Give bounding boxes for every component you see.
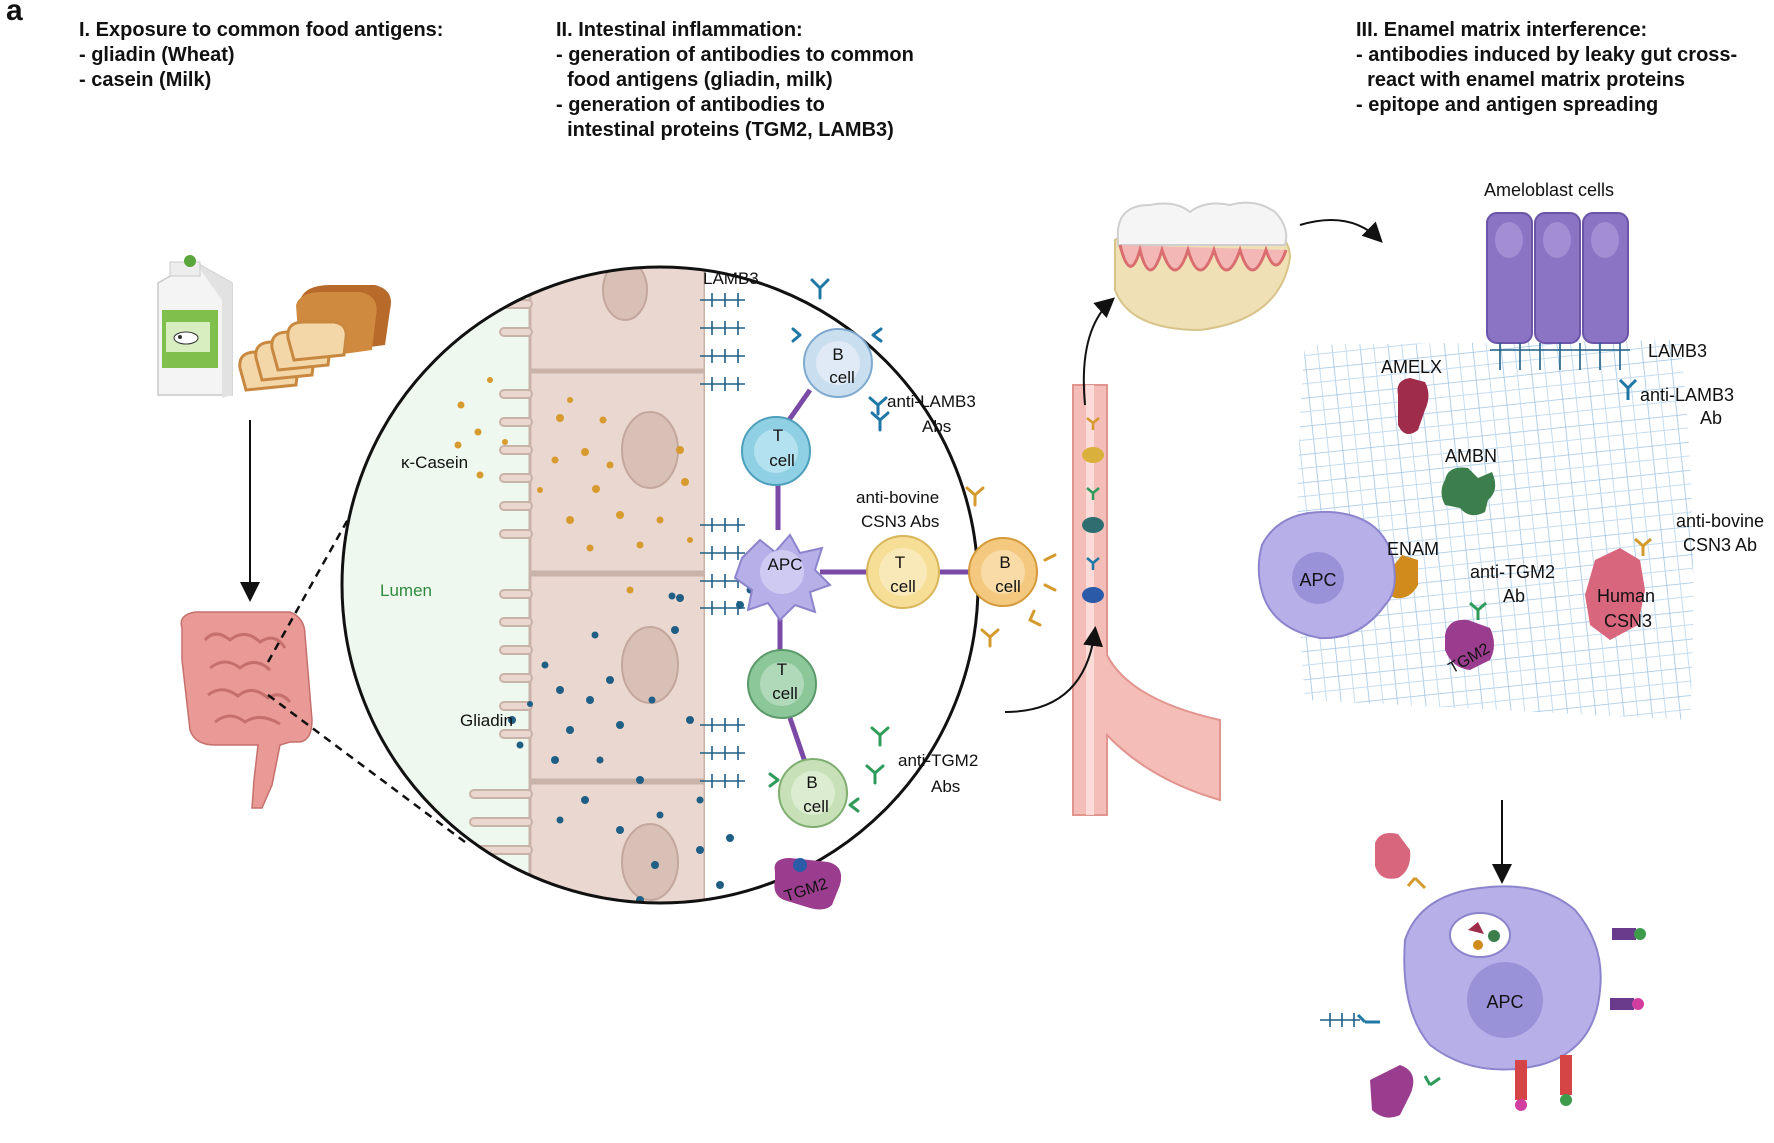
label-anti-bovine-ab-2: CSN3 Ab (1683, 535, 1757, 555)
label-b-cell-2b: cell (995, 577, 1021, 596)
arrow-to-vessel (1004, 626, 1103, 713)
label-enam: ENAM (1387, 539, 1439, 559)
bread-loaf-icon (238, 285, 391, 392)
section-1-header: I. Exposure to common food antigens: - g… (79, 18, 443, 93)
section-3-line: react with enamel matrix proteins (1356, 69, 1685, 91)
label-ameloblast: Ameloblast cells (1484, 180, 1614, 200)
milk-carton-icon (157, 255, 233, 398)
label-human-csn3: Human (1597, 586, 1655, 606)
anti-bovine-ab-bottom (1406, 876, 1427, 890)
label-lumen: Lumen (380, 581, 432, 600)
panel-letter: a (6, 0, 23, 27)
label-gliadin: Gliadin (460, 711, 513, 730)
label-apc-gut: APC (768, 555, 803, 574)
section-2-line: intestinal proteins (TGM2, LAMB3) (556, 119, 894, 141)
t-cell-yellow (866, 535, 940, 609)
label-lamb3-enamel: LAMB3 (1648, 341, 1707, 361)
label-anti-tgm2: anti-TGM2 (898, 751, 978, 770)
casein-particles (454, 377, 693, 594)
section-3-line: - epitope and antigen spreading (1356, 94, 1659, 116)
apc-enamel (1257, 510, 1396, 640)
label-anti-lamb3-abs: anti-LAMB3 (887, 392, 976, 411)
label-anti-lamb3-ab-2: Ab (1700, 408, 1722, 428)
b-cell-lamb3 (803, 328, 873, 398)
lamb3-receptors-gut (700, 293, 745, 788)
section-1-line: - casein (Milk) (79, 69, 212, 91)
label-anti-tgm2-ab-2: Ab (1503, 586, 1525, 606)
section-2-line: - generation of antibodies to (556, 94, 825, 116)
label-ambn: AMBN (1445, 446, 1497, 466)
label-t-cell-2b: cell (890, 577, 916, 596)
anti-bovine-antibodies (965, 486, 1057, 648)
anti-bovine-ab-enamel (1634, 537, 1652, 556)
anti-lamb3-ab-bottom (1356, 1013, 1380, 1024)
label-human-csn3-2: CSN3 (1604, 611, 1652, 631)
ambn-protein (1441, 467, 1496, 516)
label-anti-lamb3-ab: anti-LAMB3 (1640, 385, 1734, 405)
label-anti-bovine-2: CSN3 Abs (861, 512, 939, 531)
anti-lamb3-ab-enamel (1618, 378, 1638, 400)
intestine-icon (180, 611, 313, 809)
anti-lamb3-antibodies (791, 278, 890, 432)
section-1-title: I. Exposure to common food antigens: (79, 19, 444, 41)
label-b-cell-3: B (806, 773, 817, 792)
anti-tgm2-ab-bottom (1423, 1075, 1441, 1087)
section-3-title: III. Enamel matrix interference: (1356, 19, 1648, 41)
t-cell-green (747, 649, 817, 719)
section-2-line: - generation of antibodies to common (556, 44, 914, 66)
label-b-cell-1: B (832, 345, 843, 364)
lumen-region (342, 267, 530, 903)
b-cell-green (778, 758, 848, 828)
mhc-molecules (1515, 928, 1646, 1111)
section-3-line: - antibodies induced by leaky gut cross- (1356, 44, 1738, 66)
label-t-cell-3: T (777, 660, 787, 679)
csn3-bottom (1375, 833, 1411, 879)
blood-vessel (1072, 384, 1221, 816)
label-kappa-casein: κ-Casein (401, 453, 468, 472)
tgm2-gut (774, 858, 842, 910)
t-cell-blue (741, 416, 811, 486)
label-t-cell-3b: cell (772, 684, 798, 703)
label-anti-lamb3-abs-2: Abs (922, 417, 951, 436)
arrow-to-teeth (1082, 297, 1115, 406)
teeth-icon (1114, 201, 1292, 332)
section-2-line: food antigens (gliadin, milk) (556, 69, 833, 91)
label-b-cell-3b: cell (803, 797, 829, 816)
label-lamb3-gut: LAMB3 (703, 269, 759, 288)
section-2-header: II. Intestinal inflammation: - generatio… (556, 18, 914, 143)
immune-network (733, 328, 1038, 828)
anti-tgm2-antibodies (768, 726, 890, 813)
anti-tgm2-ab-enamel (1469, 601, 1487, 620)
lamb3-bottom (1320, 1013, 1360, 1027)
apc-bottom (1403, 885, 1602, 1071)
tgm2-enamel (1445, 619, 1494, 670)
label-b-cell-1b: cell (829, 368, 855, 387)
apc-gut (733, 533, 832, 622)
label-amelx: AMELX (1381, 357, 1442, 377)
label-apc-bottom: APC (1486, 992, 1523, 1012)
label-t-cell-1: T (773, 426, 783, 445)
arrow-to-enamel (1299, 219, 1383, 243)
label-apc-enamel: APC (1299, 570, 1336, 590)
ameloblast-cells (1486, 212, 1630, 370)
label-anti-tgm2-2: Abs (931, 777, 960, 796)
section-3-header: III. Enamel matrix interference: - antib… (1356, 18, 1737, 118)
section-1-line: - gliadin (Wheat) (79, 44, 235, 66)
label-t-cell-1b: cell (769, 451, 795, 470)
label-t-cell-2: T (895, 553, 905, 572)
b-cell-orange (968, 537, 1038, 607)
tgm2-bottom (1370, 1065, 1414, 1118)
section-2-title: II. Intestinal inflammation: (556, 19, 803, 41)
amelx-protein (1397, 378, 1429, 434)
label-b-cell-2: B (999, 553, 1010, 572)
label-anti-bovine: anti-bovine (856, 488, 939, 507)
label-anti-bovine-ab: anti-bovine (1676, 511, 1764, 531)
label-anti-tgm2-ab: anti-TGM2 (1470, 562, 1555, 582)
human-csn3-protein (1585, 548, 1645, 640)
